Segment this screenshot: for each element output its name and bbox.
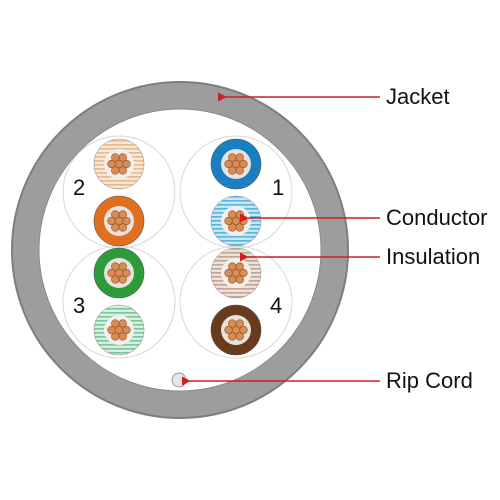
pair-3-solid-conductor bbox=[107, 262, 131, 284]
rip-cord-label: Rip Cord bbox=[386, 368, 473, 393]
pair-2-striped-conductor bbox=[107, 153, 131, 175]
pair-3-striped-conductor bbox=[107, 319, 131, 341]
pair-4-striped-conductor bbox=[224, 262, 248, 284]
pair-number-3: 3 bbox=[73, 293, 85, 318]
jacket-label: Jacket bbox=[386, 84, 450, 109]
insulation-label: Insulation bbox=[386, 244, 480, 269]
rip-cord bbox=[171, 372, 187, 388]
cable-interior bbox=[38, 108, 322, 392]
conductor-label: Conductor bbox=[386, 205, 488, 230]
pair-number-4: 4 bbox=[270, 293, 282, 318]
pair-4-solid-conductor bbox=[224, 319, 248, 341]
pair-number-2: 2 bbox=[73, 175, 85, 200]
pair-number-1: 1 bbox=[272, 175, 284, 200]
pair-2-solid-conductor bbox=[107, 210, 131, 232]
pair-1-solid-conductor bbox=[224, 153, 248, 175]
pair-1-striped-conductor bbox=[224, 210, 248, 232]
